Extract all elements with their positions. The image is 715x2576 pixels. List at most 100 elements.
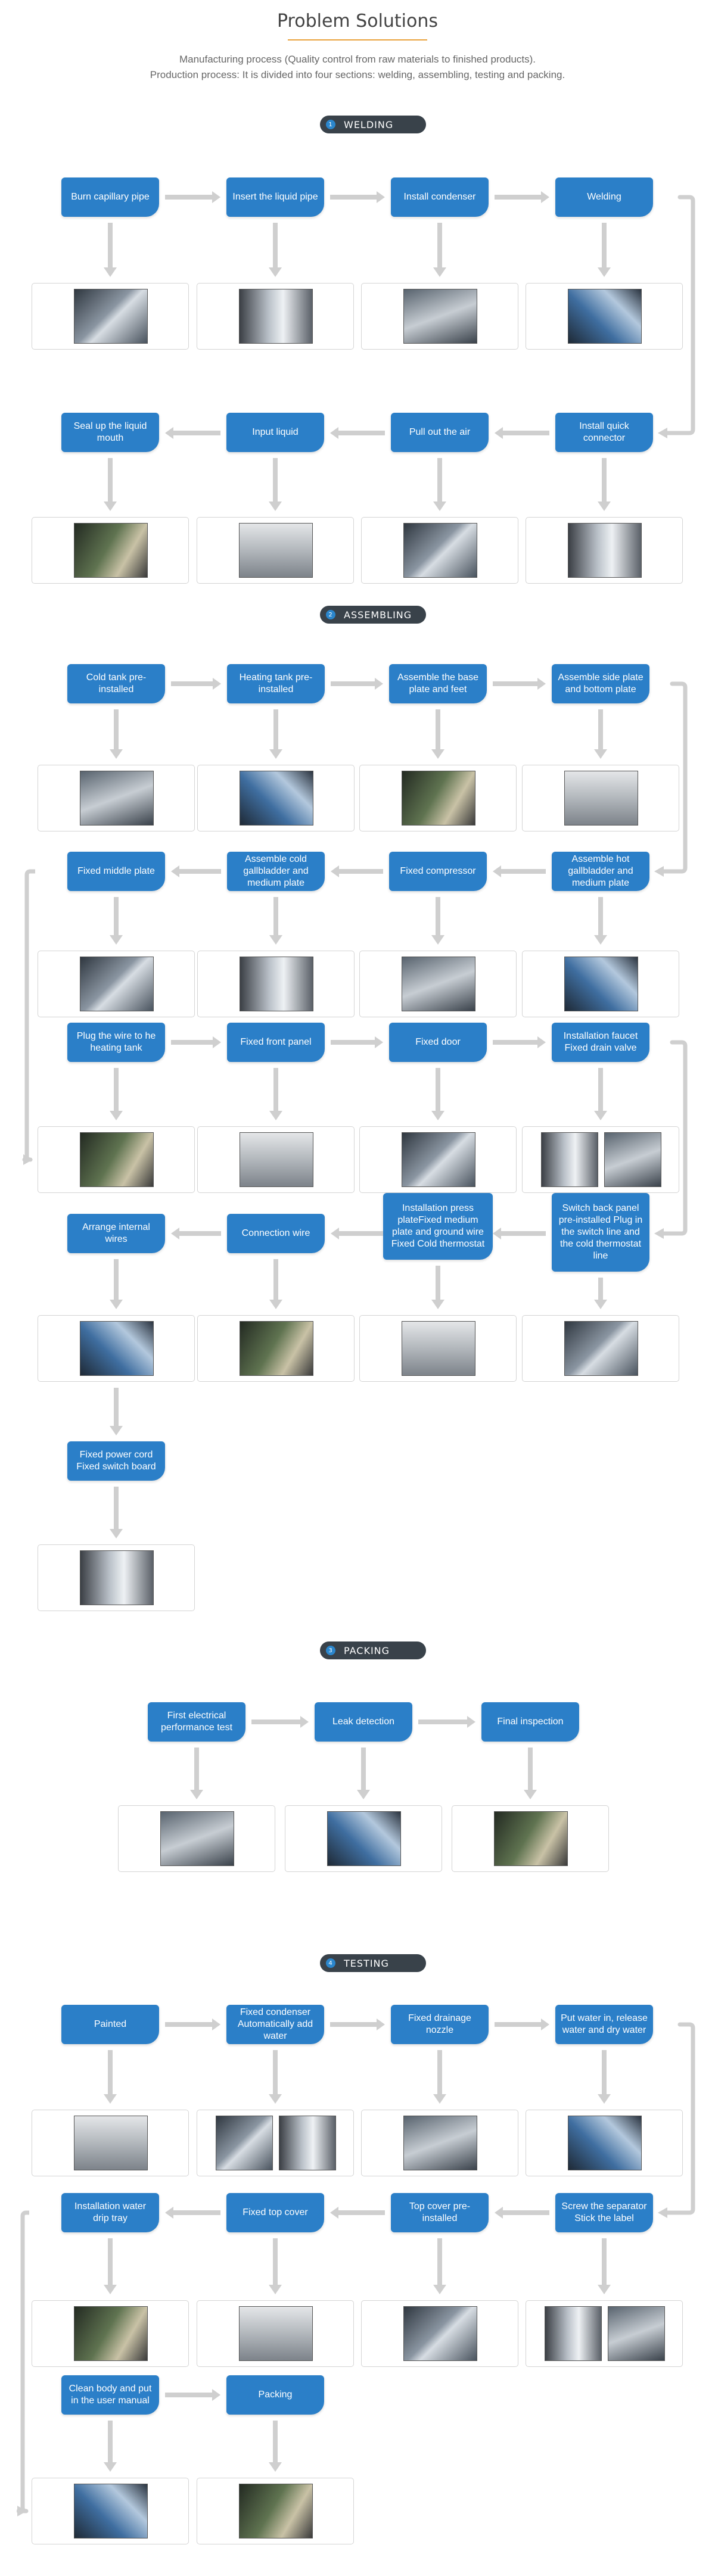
process-photo-frame [361, 2110, 518, 2176]
arrow-down-icon [110, 1068, 123, 1120]
process-step: Seal up the liquid mouth [61, 413, 159, 452]
arrow-right-icon [495, 2019, 549, 2030]
process-step: Welding [555, 177, 653, 217]
process-photo [239, 2484, 313, 2538]
process-photo [239, 289, 313, 344]
process-photo [568, 289, 642, 344]
arrow-down-icon [104, 458, 117, 511]
section-title: ASSEMBLING [344, 609, 412, 621]
process-photo-frame [452, 1805, 609, 1872]
arrow-down-icon [431, 709, 444, 759]
process-photo-frame [526, 2300, 683, 2367]
process-photo [160, 1811, 234, 1866]
process-photo [564, 1321, 638, 1376]
process-photo-frame [197, 951, 355, 1017]
process-step: Insert the liquid pipe [226, 177, 324, 217]
process-step: Painted [61, 2005, 159, 2044]
process-photo-frame [522, 765, 679, 831]
process-step: Fixed door [389, 1023, 487, 1062]
arrow-down-icon [269, 2421, 282, 2472]
process-step: Fixed top cover [226, 2193, 324, 2232]
arrow-down-icon [431, 897, 444, 945]
process-step: Install quick connector [555, 413, 653, 452]
process-photo [403, 523, 477, 578]
arrow-right-icon [165, 2389, 220, 2401]
process-photo [545, 2306, 602, 2361]
process-photo [74, 289, 148, 344]
process-photo [80, 771, 154, 826]
arrow-down-icon [433, 458, 446, 511]
arrow-down-icon [269, 2238, 282, 2294]
arrow-down-icon [104, 223, 117, 277]
process-step: Heating tank pre-installed [227, 664, 325, 703]
process-step: Screw the separator Stick the label [555, 2193, 653, 2232]
process-step: Burn capillary pipe [61, 177, 159, 217]
process-photo [80, 1550, 154, 1605]
process-photo [240, 771, 313, 826]
connector-left-icon [22, 869, 35, 1165]
process-step: Packing [226, 2375, 324, 2415]
process-step: Put water in, release water and dry wate… [555, 2005, 653, 2044]
process-step: Clean body and put in the user manual [61, 2375, 159, 2415]
arrow-down-icon [110, 1388, 123, 1435]
arrow-right-icon [331, 1036, 383, 1048]
process-photo [74, 523, 148, 578]
process-step: Assemble side plate and bottom plate [552, 664, 649, 703]
process-photo [403, 289, 477, 344]
process-photo-frame [38, 1544, 195, 1611]
process-photo-frame [359, 765, 517, 831]
process-step: Input liquid [226, 413, 324, 452]
process-step: Installation faucet Fixed drain valve [552, 1023, 649, 1062]
process-step: Plug the wire to he heating tank [67, 1023, 165, 1062]
arrow-left-icon [330, 2207, 385, 2219]
arrow-down-icon [104, 2238, 117, 2294]
process-photo-frame [197, 1315, 355, 1382]
arrow-left-icon [165, 2207, 220, 2219]
process-photo [402, 771, 475, 826]
arrow-down-icon [433, 2238, 446, 2294]
process-step: Assemble hot gallbladder and medium plat… [552, 852, 649, 891]
process-photo [402, 1132, 475, 1187]
process-photo [494, 1811, 568, 1866]
process-step: Pull out the air [391, 413, 489, 452]
arrow-right-icon [165, 2019, 220, 2030]
process-photo-frame [38, 1315, 195, 1382]
arrow-down-icon [594, 709, 607, 759]
connector-left-icon [17, 2210, 29, 2516]
arrow-down-icon [433, 223, 446, 277]
process-step: Cold tank pre-installed [67, 664, 165, 703]
process-photo [74, 2306, 148, 2361]
process-photo [240, 1132, 313, 1187]
process-step: Installation press plateFixed medium pla… [383, 1193, 493, 1260]
arrow-down-icon [110, 1487, 123, 1538]
process-step: Installation water drip tray [61, 2193, 159, 2232]
connector-right-icon [658, 195, 695, 438]
process-photo [279, 2116, 336, 2170]
process-photo-frame [526, 517, 683, 584]
process-photo [604, 1132, 661, 1187]
arrow-down-icon [594, 1278, 607, 1309]
connector-right-icon [654, 1040, 688, 1239]
process-photo [403, 2306, 477, 2361]
process-photo-frame [197, 517, 354, 584]
arrow-left-icon [171, 1228, 221, 1239]
process-photo-frame [197, 765, 355, 831]
arrow-right-icon [330, 191, 385, 203]
arrow-down-icon [594, 897, 607, 945]
process-photo [216, 2116, 273, 2170]
section-number-badge: 3 [326, 1646, 335, 1655]
arrow-down-icon [598, 2050, 611, 2104]
process-step: First electrical performance test [148, 1702, 245, 1742]
process-photo-frame [32, 517, 189, 584]
process-photo [74, 2116, 148, 2170]
arrow-right-icon [171, 678, 221, 690]
process-photo [403, 2116, 477, 2170]
arrow-down-icon [110, 897, 123, 945]
process-photo-frame [361, 517, 518, 584]
process-photo-frame [361, 2300, 518, 2367]
process-photo-frame [38, 765, 195, 831]
arrow-left-icon [331, 865, 383, 877]
